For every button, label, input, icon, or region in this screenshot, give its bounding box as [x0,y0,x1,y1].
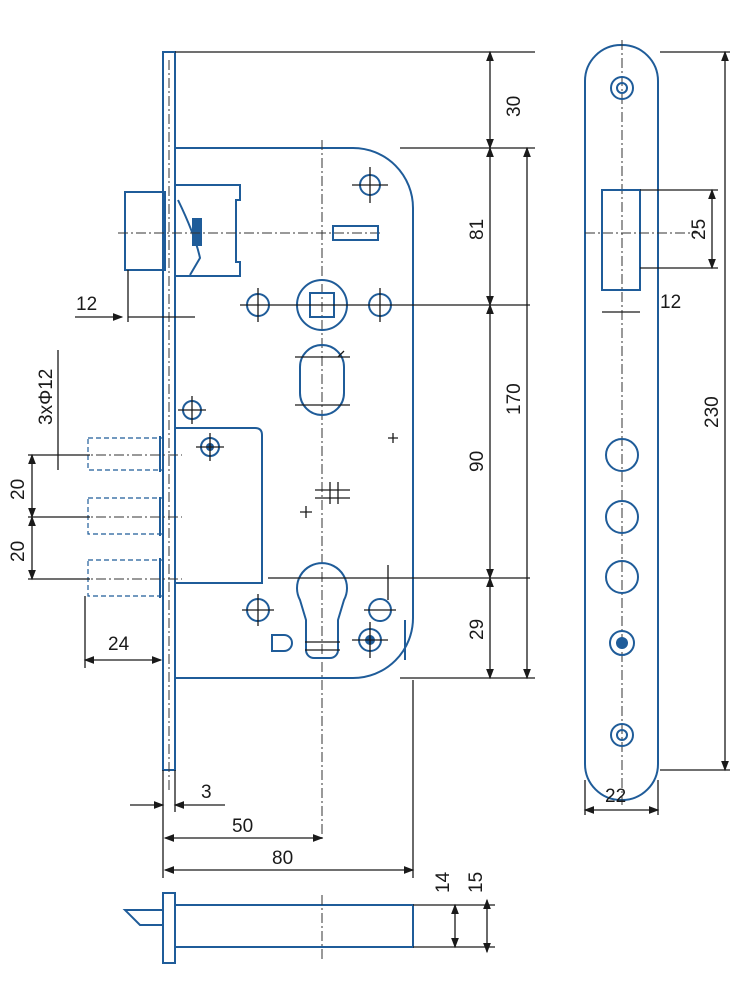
dim-90: 90 [467,451,488,472]
lock-case [118,140,530,840]
dim-15: 15 [466,872,487,893]
dim-230: 230 [702,396,723,428]
dim-29: 29 [467,619,488,640]
deadbolts [28,350,182,668]
dim-20-a: 20 [8,479,29,500]
dim-25: 25 [689,219,710,240]
dim-bolt-diameter: 3xΦ12 [36,369,57,425]
vertical-dimensions [175,50,535,680]
screw-mid2-icon [196,433,224,461]
dim-12-latch: 12 [76,294,97,315]
bottom-view [122,892,495,964]
screw-top-icon [352,167,388,203]
dim-80: 80 [272,848,293,869]
screw-mid-icon [178,396,206,424]
dim-3: 3 [201,782,212,803]
dim-30: 30 [504,96,525,117]
dim-20-b: 20 [8,541,29,562]
dim-12-strike: 12 [660,292,681,313]
dim-22: 22 [605,786,626,807]
dim-170: 170 [504,383,525,415]
front-plate [162,51,176,790]
strike-plate [583,40,730,815]
horizontal-dimensions [75,270,415,878]
dim-14: 14 [433,871,454,893]
dim-24: 24 [108,634,130,655]
dim-81: 81 [467,219,488,240]
follower-icon [240,279,530,331]
dim-50: 50 [232,816,253,837]
cylinder-hole-icon [268,562,530,659]
